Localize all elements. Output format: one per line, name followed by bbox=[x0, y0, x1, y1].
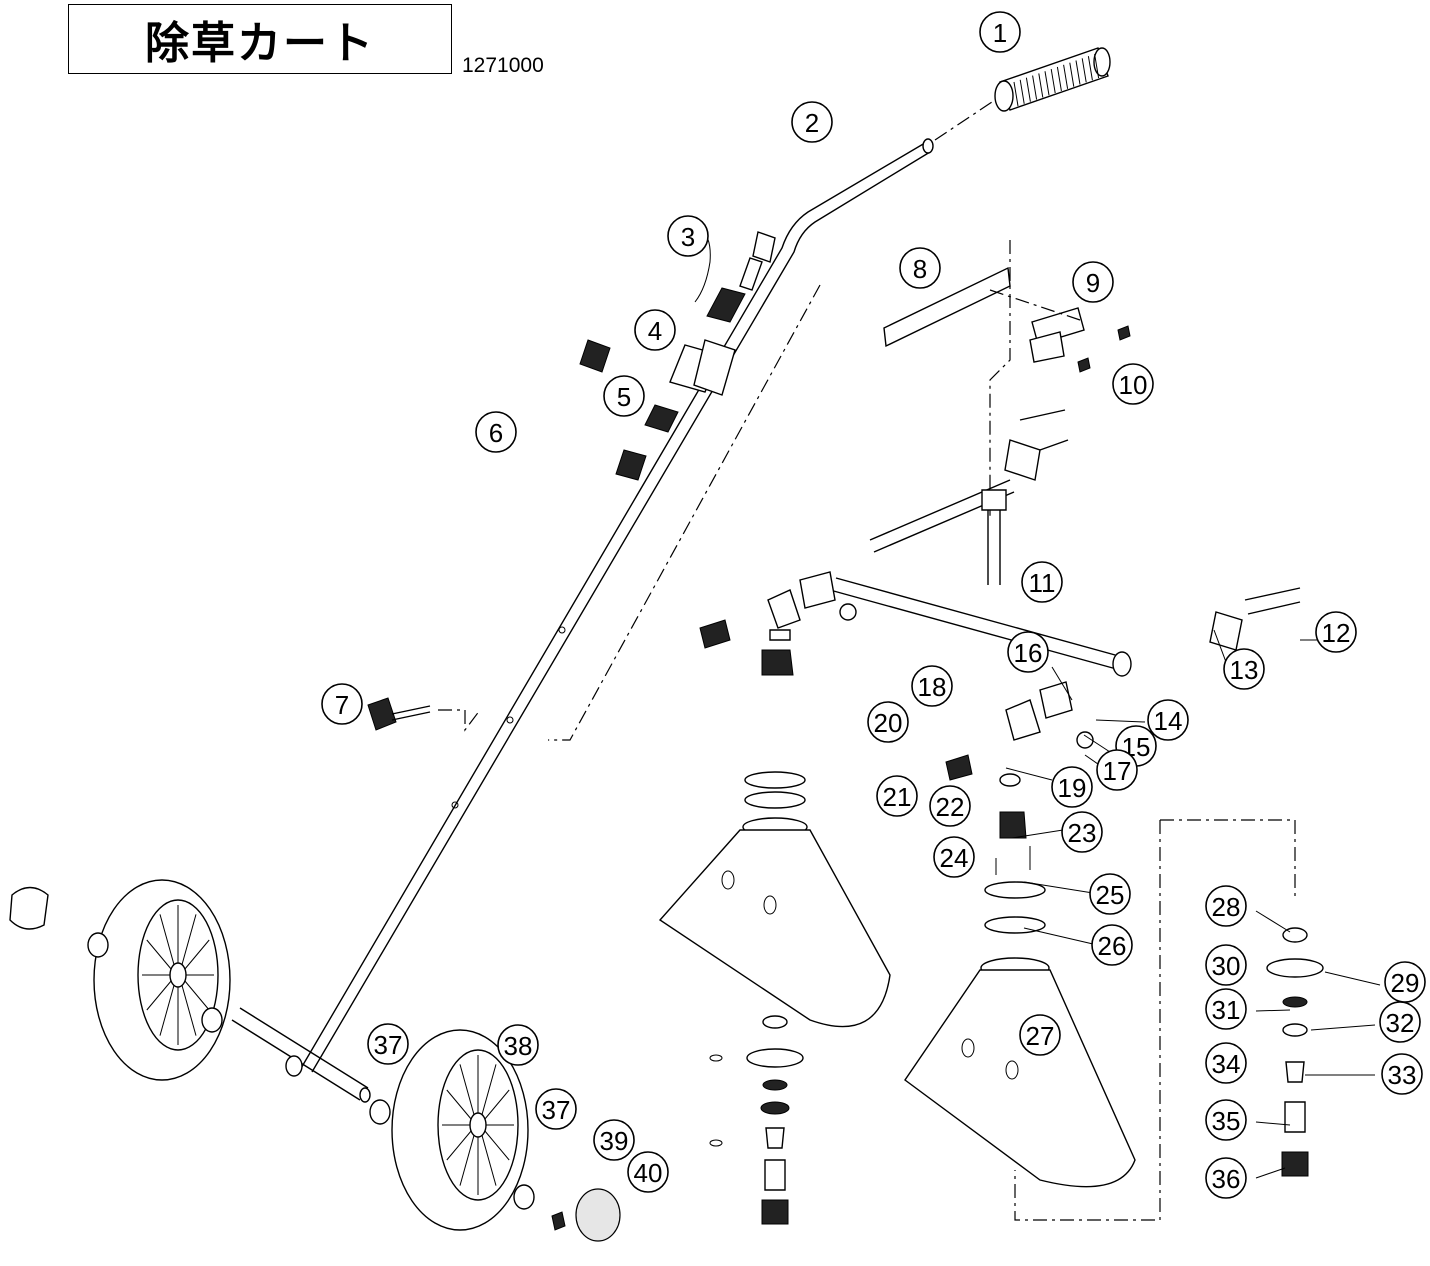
callout-10: 10 bbox=[1112, 363, 1154, 405]
svg-text:36: 36 bbox=[1212, 1164, 1241, 1194]
title-box: 除草カート bbox=[68, 4, 452, 74]
callout-24: 24 bbox=[933, 836, 975, 878]
svg-text:32: 32 bbox=[1386, 1008, 1415, 1038]
callout-6: 6 bbox=[475, 411, 517, 453]
handle-frame bbox=[231, 138, 934, 1103]
callout-5: 5 bbox=[603, 375, 645, 417]
coupler-parts bbox=[644, 229, 776, 433]
callout-2: 2 bbox=[791, 101, 833, 143]
svg-text:30: 30 bbox=[1212, 951, 1241, 981]
callout-13: 13 bbox=[1223, 648, 1265, 690]
svg-text:19: 19 bbox=[1058, 773, 1087, 803]
callout-25: 25 bbox=[1089, 873, 1131, 915]
callout-8: 8 bbox=[899, 247, 941, 289]
callout-21: 21 bbox=[876, 775, 918, 817]
callout-34: 34 bbox=[1205, 1042, 1247, 1084]
callout-35: 35 bbox=[1205, 1099, 1247, 1141]
svg-text:9: 9 bbox=[1086, 268, 1100, 298]
svg-text:40: 40 bbox=[634, 1158, 663, 1188]
callout-32: 32 bbox=[1379, 1001, 1421, 1043]
knob-bolt-part bbox=[367, 697, 431, 731]
svg-text:37: 37 bbox=[374, 1030, 403, 1060]
callout-27: 27 bbox=[1019, 1014, 1061, 1056]
right-shield bbox=[904, 881, 1136, 1188]
callout-12: 12 bbox=[1315, 611, 1357, 653]
leader-lines bbox=[1005, 629, 1381, 1179]
left-shield bbox=[658, 771, 891, 1028]
callout-17: 17 bbox=[1096, 749, 1138, 791]
callout-33: 33 bbox=[1381, 1053, 1423, 1095]
svg-text:37: 37 bbox=[542, 1095, 571, 1125]
svg-text:17: 17 bbox=[1103, 756, 1132, 786]
svg-text:21: 21 bbox=[883, 782, 912, 812]
svg-text:27: 27 bbox=[1026, 1021, 1055, 1051]
svg-text:4: 4 bbox=[648, 316, 662, 346]
callout-4: 4 bbox=[634, 309, 676, 351]
svg-text:38: 38 bbox=[504, 1031, 533, 1061]
left-wheel bbox=[9, 879, 231, 1081]
callout-9: 9 bbox=[1072, 261, 1114, 303]
hose-part bbox=[417, 339, 647, 680]
callout-18: 18 bbox=[911, 665, 953, 707]
callout-20: 20 bbox=[867, 701, 909, 743]
svg-text:18: 18 bbox=[918, 672, 947, 702]
svg-text:5: 5 bbox=[617, 382, 631, 412]
callout-3: 3 bbox=[667, 215, 709, 257]
callout-38: 38 bbox=[497, 1024, 539, 1066]
callout-37: 37 bbox=[367, 1023, 409, 1065]
svg-text:29: 29 bbox=[1391, 968, 1420, 998]
svg-text:16: 16 bbox=[1014, 638, 1043, 668]
callout-40: 40 bbox=[627, 1151, 669, 1193]
callout-11: 11 bbox=[1021, 561, 1063, 603]
svg-text:1: 1 bbox=[993, 18, 1007, 48]
callout-16: 16 bbox=[1007, 631, 1049, 673]
callout-26: 26 bbox=[1091, 924, 1133, 966]
svg-text:28: 28 bbox=[1212, 892, 1241, 922]
callout-1: 1 bbox=[979, 11, 1021, 53]
callout-28: 28 bbox=[1205, 885, 1247, 927]
callout-22: 22 bbox=[929, 785, 971, 827]
svg-text:3: 3 bbox=[681, 222, 695, 252]
svg-text:13: 13 bbox=[1230, 655, 1259, 685]
callout-23: 23 bbox=[1061, 811, 1103, 853]
svg-text:12: 12 bbox=[1322, 618, 1351, 648]
svg-text:8: 8 bbox=[913, 254, 927, 284]
svg-text:7: 7 bbox=[335, 690, 349, 720]
svg-text:2: 2 bbox=[805, 108, 819, 138]
svg-text:14: 14 bbox=[1154, 706, 1183, 736]
callout-29: 29 bbox=[1384, 961, 1426, 1003]
svg-text:39: 39 bbox=[600, 1126, 629, 1156]
svg-text:25: 25 bbox=[1096, 880, 1125, 910]
callout-39: 39 bbox=[593, 1119, 635, 1161]
callout-14: 14 bbox=[1147, 699, 1189, 741]
svg-text:35: 35 bbox=[1212, 1106, 1241, 1136]
right-wheel bbox=[369, 1029, 621, 1242]
callout-7: 7 bbox=[321, 683, 363, 725]
model-number: 1271000 bbox=[462, 54, 544, 77]
svg-text:22: 22 bbox=[936, 792, 965, 822]
callout-37: 37 bbox=[535, 1088, 577, 1130]
svg-text:31: 31 bbox=[1212, 995, 1241, 1025]
left-head-mount bbox=[699, 571, 857, 676]
grip-part bbox=[994, 47, 1111, 112]
svg-text:6: 6 bbox=[489, 418, 503, 448]
svg-text:23: 23 bbox=[1068, 818, 1097, 848]
right-head-mount bbox=[945, 681, 1094, 875]
boom-assembly bbox=[829, 409, 1301, 677]
svg-text:24: 24 bbox=[940, 843, 969, 873]
svg-text:34: 34 bbox=[1212, 1049, 1241, 1079]
svg-text:26: 26 bbox=[1098, 931, 1127, 961]
svg-text:33: 33 bbox=[1388, 1060, 1417, 1090]
svg-text:11: 11 bbox=[1029, 568, 1056, 598]
callout-19: 19 bbox=[1051, 766, 1093, 808]
svg-text:10: 10 bbox=[1119, 370, 1148, 400]
callout-30: 30 bbox=[1205, 944, 1247, 986]
callout-36: 36 bbox=[1205, 1157, 1247, 1199]
left-nozzle-stack bbox=[709, 1015, 804, 1225]
diagram-title: 除草カート bbox=[145, 18, 375, 69]
svg-text:20: 20 bbox=[874, 708, 903, 738]
callout-31: 31 bbox=[1205, 988, 1247, 1030]
